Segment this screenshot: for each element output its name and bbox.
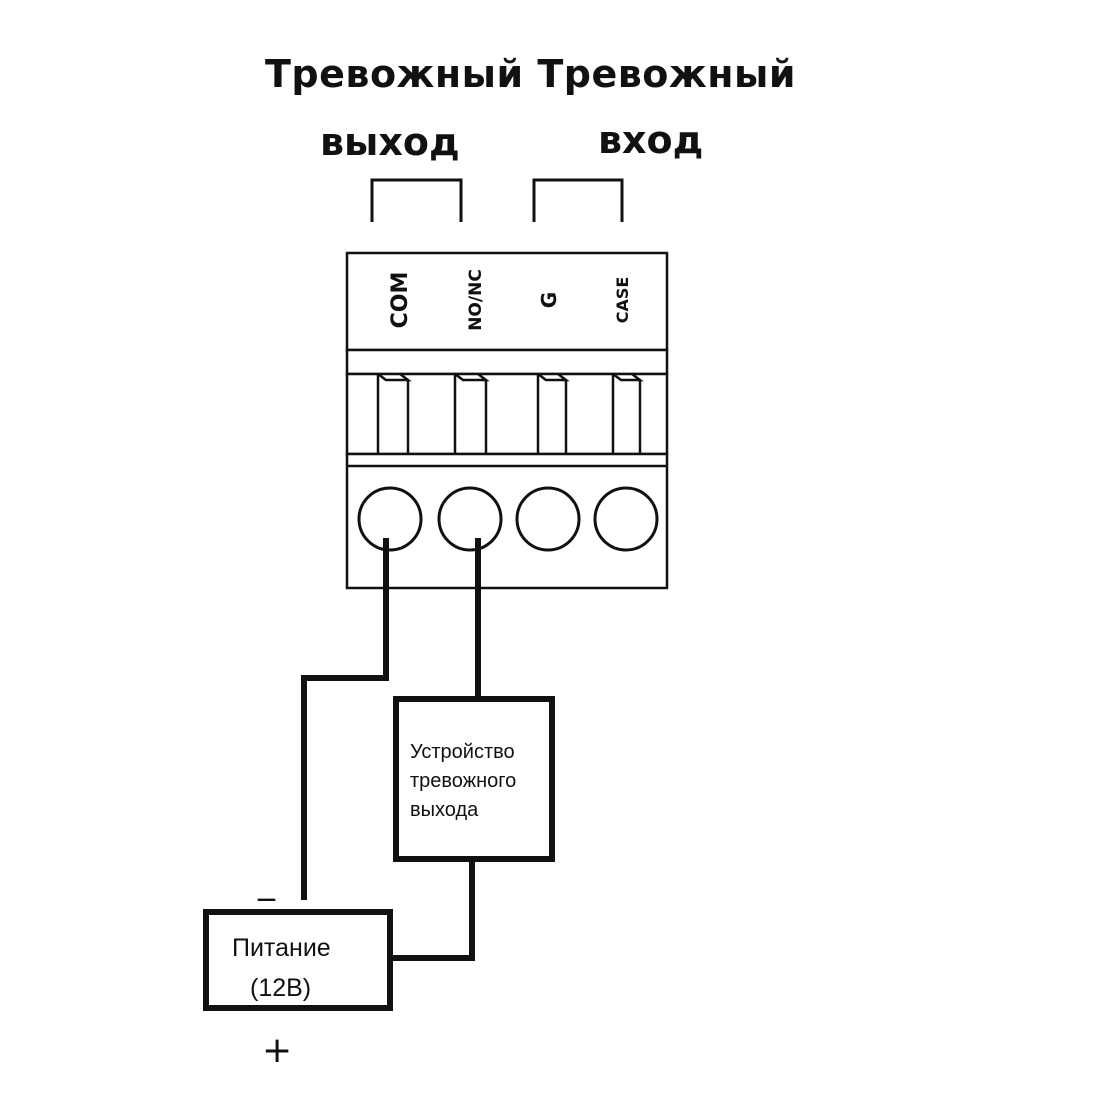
screw-com bbox=[357, 486, 423, 552]
alarm-device-label: Устройство тревожного выхода bbox=[410, 738, 555, 825]
plus-sign: + bbox=[262, 1030, 293, 1071]
terminal-label-com: COM bbox=[388, 272, 413, 329]
alarm-device-line3: выхода bbox=[410, 799, 479, 821]
input-bracket bbox=[532, 178, 624, 222]
terminal-label-panel bbox=[345, 251, 669, 352]
power-supply-label: Питание (12В) bbox=[232, 928, 331, 1008]
terminal-label-case: CASE bbox=[613, 277, 632, 324]
screw-no-nc bbox=[437, 486, 503, 552]
screw-g bbox=[515, 486, 581, 552]
wire-device-to-power bbox=[390, 860, 475, 961]
terminal-label-g: G bbox=[537, 292, 561, 308]
output-bracket bbox=[370, 178, 463, 222]
alarm-device-line2: тревожного bbox=[410, 770, 517, 792]
wire-com-to-power-minus bbox=[301, 538, 389, 900]
power-supply-line1: Питание bbox=[232, 934, 331, 962]
power-supply-line2: (12В) bbox=[250, 974, 312, 1002]
screw-case bbox=[593, 486, 659, 552]
alarm-device-line1: Устройство bbox=[410, 741, 515, 763]
heading-alarm-top: Тревожный Тревожный bbox=[265, 52, 796, 96]
terminal-label-no-nc: NO/NC bbox=[466, 269, 486, 331]
minus-sign: _ bbox=[258, 862, 275, 902]
heading-alarm-input: вход bbox=[598, 118, 704, 162]
terminal-ridge bbox=[345, 348, 669, 376]
heading-alarm-output: выход bbox=[320, 120, 460, 164]
power-supply-box bbox=[203, 909, 393, 1011]
terminal-slots bbox=[345, 372, 669, 456]
alarm-device-box bbox=[393, 696, 555, 862]
